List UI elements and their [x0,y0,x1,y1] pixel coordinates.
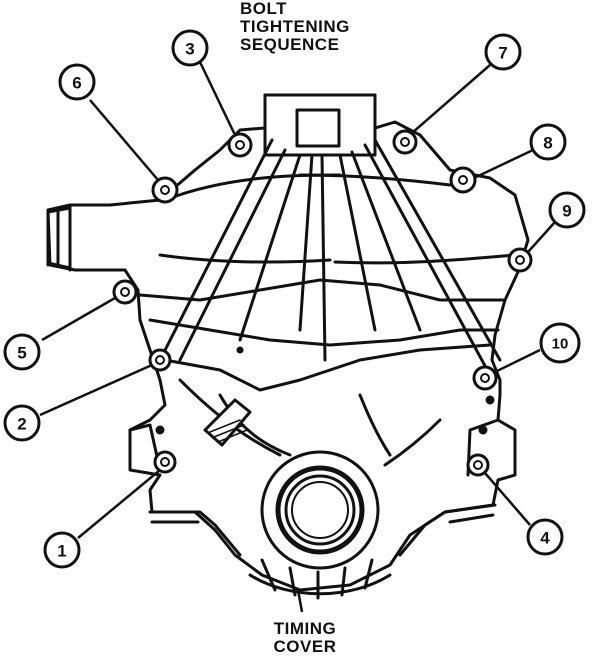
sequence-bubble-1 [43,531,81,569]
rib [178,148,287,362]
bolt-hole-7 [392,129,418,155]
sequence-bubble-3 [171,29,209,67]
sequence-number-1: 1 [57,542,66,561]
bolt-hole-5 [112,279,138,305]
leader-line-7 [411,64,491,134]
web-rib [148,318,500,347]
sequence-bubble-4 [526,518,564,556]
rib [373,138,502,362]
sequence-number-3: 3 [185,40,194,59]
leader-line-3 [198,61,237,136]
leader-line-5 [41,296,116,342]
timing-leader [296,589,304,613]
leader-line-6 [89,99,159,181]
sequence-number-6: 6 [72,74,81,93]
diagram-title: BOLT TIGHTENING SEQUENCE [240,0,390,54]
rib [298,153,314,332]
bolt-hole-4 [466,453,490,477]
bolt-hole-1 [153,450,177,474]
sequence-number-2: 2 [17,415,26,434]
bolt-hole-10 [472,365,498,391]
sequence-bubble-7 [484,33,522,71]
web-rib [163,343,492,392]
sequence-bubble-2 [3,404,41,442]
bolt-hole-8 [449,166,477,194]
rib [338,153,377,332]
leader-line-8 [473,148,534,180]
web-rib [138,278,507,302]
leader-line-9 [527,221,556,253]
sequence-number-5: 5 [17,344,26,363]
sequence-number-7: 7 [498,44,507,63]
title-line-1: BOLT [240,0,288,18]
bolt-hole-9 [507,247,533,273]
part-label-line-1: TIMING [273,619,337,638]
leader-line-10 [494,348,541,374]
bolt-hole-6 [151,176,179,204]
rib [158,138,274,362]
bolt-hole-3 [227,132,253,158]
part-label-line-2: COVER [273,637,337,656]
leader-line-1 [77,469,161,539]
water-neck [46,203,72,272]
rib [238,153,302,342]
sequence-number-10: 10 [552,336,569,353]
bolt-hole-2 [148,348,172,372]
timing-pointer [203,398,252,447]
rib [350,150,422,332]
sequence-bubble-6 [58,63,96,101]
title-line-2: TIGHTENING [240,17,350,36]
part-label: TIMING COVER [260,620,350,656]
sequence-bubble-9 [548,191,586,229]
sequence-bubble-8 [529,123,567,161]
crank-seal-inner [284,474,356,546]
crank-seal-ring [275,465,365,555]
sequence-number-8: 8 [543,134,552,153]
sequence-bubble-10 [539,322,581,364]
rib [320,153,327,362]
title-line-3: SEQUENCE [240,35,340,54]
sequence-number-4: 4 [540,529,550,548]
rib [363,143,492,377]
leader-line-4 [484,472,531,526]
sequence-bubble-5 [3,333,41,371]
sequence-number-9: 9 [562,202,571,221]
crank-seal-outer [260,450,380,570]
leader-line-2 [39,363,153,417]
